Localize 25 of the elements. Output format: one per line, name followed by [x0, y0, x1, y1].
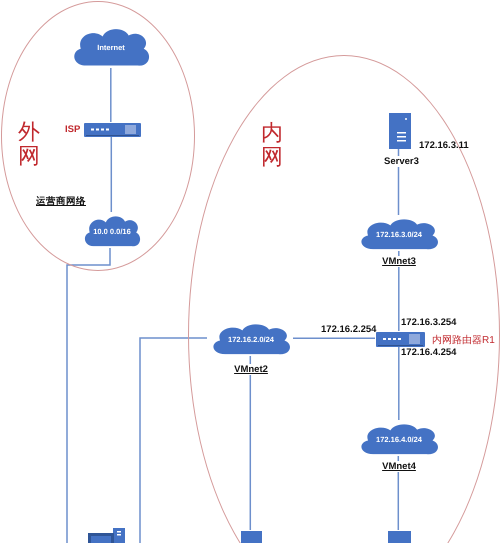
computer-icon — [88, 528, 125, 543]
zone-title: 外网 — [18, 120, 41, 168]
ip-address-label: 172.16.4.254 — [401, 347, 456, 358]
network-link — [110, 68, 112, 122]
network-zone-ellipse — [188, 55, 500, 543]
ip-address-label: 172.16.3.254 — [401, 317, 456, 328]
network-name: VMnet2 — [234, 364, 268, 375]
network-name: VMnet4 — [382, 461, 416, 472]
network-zone-ellipse — [1, 1, 195, 271]
network-link — [66, 248, 111, 543]
device-label: Server3 — [384, 156, 419, 167]
ip-address-label: 172.16.2.254 — [321, 324, 376, 335]
zone-title: 内网 — [261, 121, 284, 169]
device-label: ISP — [65, 124, 80, 135]
ip-address-label: 172.16.3.11 — [419, 140, 469, 151]
network-name: VMnet3 — [382, 256, 416, 267]
network-link — [398, 456, 400, 530]
network-link — [398, 251, 400, 331]
network-link — [250, 356, 252, 530]
network-name: 运营商网络 — [36, 195, 86, 208]
network-link — [398, 346, 400, 420]
network-link — [110, 136, 112, 212]
network-link — [293, 338, 375, 340]
device-label: 内网路由器R1 — [432, 334, 495, 347]
network-link — [139, 337, 207, 543]
